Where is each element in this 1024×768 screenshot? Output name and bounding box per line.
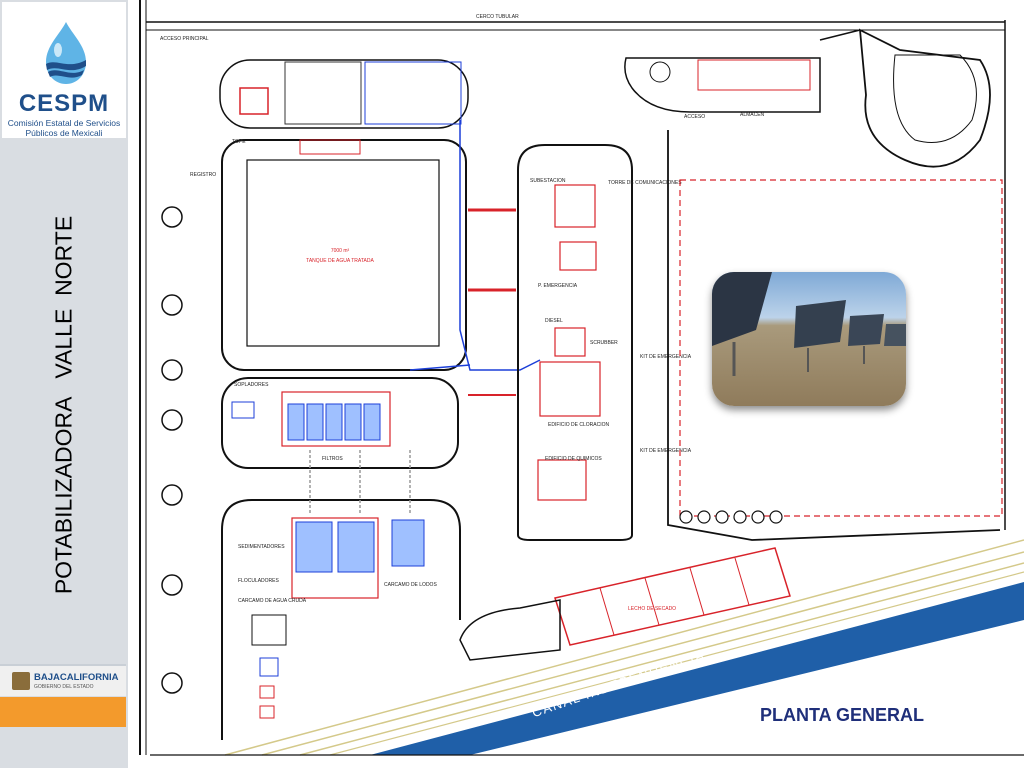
chemicals-label: EDIFICIO DE QUIMICOS bbox=[545, 456, 602, 462]
vertical-slide-title: POTABILIZADORA VALLE NORTE bbox=[50, 215, 77, 595]
tank-volume-label: 7000 m³ bbox=[331, 248, 350, 254]
filters-label: FILTROS bbox=[322, 456, 343, 462]
tope-label: TOPE bbox=[232, 139, 246, 145]
sedimenters-label: SEDIMENTADORES bbox=[238, 544, 285, 550]
main-access-label: ACCESO PRINCIPAL bbox=[160, 36, 209, 42]
utility-column: SUBESTACION TORRE DE COMUNICACIONES P. E… bbox=[517, 144, 692, 541]
registro-label: REGISTRO bbox=[190, 172, 216, 178]
orange-accent-bar bbox=[0, 697, 126, 727]
chlorination-label: EDIFICIO DE CLORACION bbox=[548, 422, 610, 428]
independencia-canal bbox=[150, 539, 1024, 768]
diesel-label: DIESEL bbox=[545, 318, 563, 324]
sedimentation-building: SEDIMENTADORES FLOCULADORES CARCAMO DE A… bbox=[221, 499, 461, 740]
sludge-bed-label: LECHO DE SECADO bbox=[628, 606, 676, 612]
main-pipelines bbox=[309, 120, 541, 515]
cespm-logo: CESPM Comisión Estatal de Servicios Públ… bbox=[2, 2, 126, 138]
raw-water-label: CARCAMO DE AGUA CRUDA bbox=[238, 598, 307, 604]
perimeter-trees-left bbox=[161, 206, 183, 694]
state-badge-text: BAJACALIFORNIA bbox=[34, 672, 119, 683]
site-perimeter bbox=[139, 0, 1006, 755]
logo-subtitle-line1: Comisión Estatal de Servicios bbox=[7, 118, 121, 128]
blowers-label: SOPLADORES bbox=[234, 382, 269, 388]
solar-panel-field-photo bbox=[712, 272, 906, 406]
state-badge-subtext: GOBIERNO DEL ESTADO bbox=[34, 684, 94, 690]
water-drop-icon bbox=[46, 22, 86, 84]
treated-water-tank: 7000 m³ TANQUE DE AGUA TRATADA bbox=[221, 139, 467, 371]
state-shield-icon bbox=[12, 672, 30, 690]
sludge-sump-label: CARCAMO DE LODOS bbox=[384, 582, 437, 588]
warehouse-area: ACCESO ALMACEN bbox=[624, 28, 991, 168]
scrubber-label: SCRUBBER bbox=[590, 340, 618, 346]
substation-label: SUBESTACION bbox=[530, 178, 566, 184]
tubular-fence-label: CERCO TUBULAR bbox=[476, 14, 519, 20]
emergency-plant-label: P. EMERGENCIA bbox=[538, 283, 578, 289]
filters-building: SOPLADORES FILTROS bbox=[221, 377, 459, 469]
emergency-exit-label-2: KIT DE EMERGENCIA bbox=[640, 448, 692, 454]
plant-layout-plan: 7000 m³ TANQUE DE AGUA TRATADA SOPLADORE… bbox=[139, 0, 1024, 768]
communications-tower-label: TORRE DE COMUNICACIONES bbox=[608, 180, 682, 186]
sludge-drying-bed: LECHO DE SECADO bbox=[459, 547, 791, 661]
control-building bbox=[219, 59, 469, 129]
solar-field-outline bbox=[667, 130, 1003, 541]
sidebar: CESPM Comisión Estatal de Servicios Públ… bbox=[0, 0, 128, 768]
baja-california-badge: BAJACALIFORNIA GOBIERNO DEL ESTADO bbox=[0, 664, 126, 696]
flocculators-label: FLOCULADORES bbox=[238, 578, 280, 584]
emergency-exit-label-1: KIT DE EMERGENCIA bbox=[640, 354, 692, 360]
tank-label: TANQUE DE AGUA TRATADA bbox=[306, 258, 374, 264]
warehouse-label: ALMACEN bbox=[740, 112, 765, 118]
logo-subtitle-line2: Públicos de Mexicali bbox=[25, 128, 103, 138]
logo-name: CESPM bbox=[18, 90, 110, 117]
plan-title: PLANTA GENERAL bbox=[760, 705, 924, 725]
access-label: ACCESO bbox=[684, 114, 705, 120]
